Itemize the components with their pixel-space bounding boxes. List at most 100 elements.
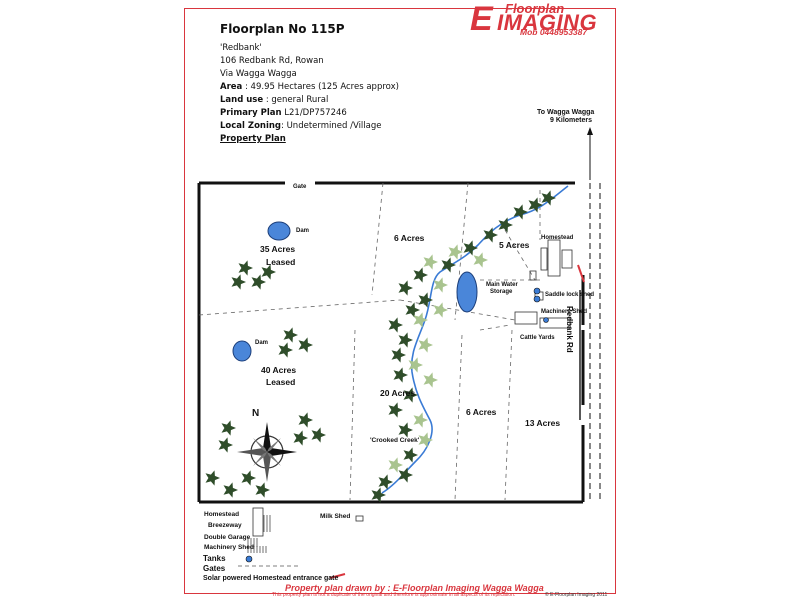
footer-disclaimer: This property plan is not a duplicate of… <box>272 592 516 598</box>
direction-line-1: To Wagga Wagga <box>537 109 595 116</box>
landuse-label: Land use <box>220 95 264 105</box>
saddle-shed-label: Saddle lock shed <box>545 292 595 298</box>
tree-icon <box>205 470 220 486</box>
tree-icon <box>218 437 233 453</box>
address-line-2: Via Wagga Wagga <box>220 69 297 79</box>
tree-icon <box>393 367 408 383</box>
tree-icon <box>283 327 298 343</box>
tree-icon <box>278 342 293 358</box>
tree-icon <box>418 337 433 353</box>
compass-rose-icon <box>237 422 297 482</box>
tree-icon <box>403 387 418 403</box>
address-line-1: 106 Redbank Rd, Rowan <box>220 56 324 66</box>
tree-icon <box>441 257 456 273</box>
tree-icon <box>473 252 488 268</box>
paddock-lines <box>198 182 541 501</box>
paddock-35-leased: Leased <box>266 257 296 267</box>
main-water-storage <box>456 271 478 313</box>
direction-line-2: 9 Kilometers <box>550 117 593 124</box>
tree-icon <box>463 240 478 256</box>
tree-icon <box>433 302 448 318</box>
logo-floorplan-text: Floorplan <box>505 1 565 16</box>
logo-letter: E <box>470 0 493 38</box>
paddock-20-acres: 20 Acres <box>380 388 416 398</box>
zoning-line: Local Zoning: Undetermined /Village <box>220 120 399 133</box>
paddock-40-leased: Leased <box>266 377 296 387</box>
dam-bottom <box>232 340 252 362</box>
legend-gates: Gates <box>203 564 226 573</box>
page-title: Floorplan No 115P <box>220 22 345 36</box>
tree-icon <box>221 420 236 436</box>
zoning-label: Local Zoning <box>220 121 282 131</box>
tree-icon <box>418 432 433 448</box>
legend-breezeway: Breezeway <box>208 522 242 529</box>
property-plan-heading: Property Plan <box>220 134 286 144</box>
tree-icon <box>298 412 313 428</box>
tree-icon <box>418 292 433 308</box>
tree-icon <box>528 197 543 213</box>
plan-value: L21/DP757246 <box>281 108 347 118</box>
tree-icon <box>378 474 393 490</box>
logo-mobile: Mob 0448953387 <box>520 27 588 37</box>
homestead-label: Homestead <box>541 235 574 241</box>
tree-icon <box>388 457 403 473</box>
tree-icon <box>513 204 528 220</box>
tree-canopy <box>205 190 556 503</box>
tree-icon <box>255 482 270 498</box>
legend-graphics <box>238 507 364 579</box>
plan-label: Primary Plan <box>220 108 282 118</box>
water-storage-label-1: Main Water <box>486 282 518 288</box>
north-road-arrow-icon <box>587 127 593 180</box>
paddock-6-acres-south: 6 Acres <box>466 407 497 417</box>
dam-top <box>267 221 291 241</box>
footer-drawn-by: Property plan drawn by : E-Floorplan Ima… <box>285 583 544 593</box>
tree-icon <box>251 274 266 290</box>
property-boundary <box>197 181 585 504</box>
tree-icon <box>231 274 246 290</box>
tree-icon <box>398 332 413 348</box>
tree-icon <box>388 402 403 418</box>
footer-copyright: © E-Floorplan Imaging 2011 <box>545 592 608 598</box>
landuse-line: Land use : general Rural <box>220 94 399 107</box>
paddock-35-acres: 35 Acres <box>260 244 296 254</box>
tree-icon <box>398 280 413 296</box>
property-name: 'Redbank' <box>220 43 262 53</box>
tree-icon <box>238 260 253 276</box>
redbank-road <box>589 183 601 502</box>
legend-solar-gate: Solar powered Homestead entrance gate <box>203 575 339 582</box>
dam-label-top: Dam <box>296 228 310 234</box>
tree-icon <box>448 244 463 260</box>
tree-icon <box>391 347 406 363</box>
legend-milk-shed: Milk Shed <box>320 513 351 520</box>
tree-icon <box>413 412 428 428</box>
area-value: : 49.95 Hectares (125 Acres approx) <box>242 82 399 92</box>
sheet-border <box>184 8 616 594</box>
property-info: 'Redbank' 106 Redbank Rd, Rowan Via Wagg… <box>220 42 399 146</box>
paddock-6-acres-north: 6 Acres <box>394 233 425 243</box>
tree-icon <box>483 227 498 243</box>
water-storage-label-2: Storage <box>490 289 513 295</box>
tree-icon <box>498 217 513 233</box>
tree-icon <box>423 254 438 270</box>
tree-icon <box>298 337 313 353</box>
tree-icon <box>311 427 326 443</box>
solar-gate-marker <box>577 264 585 283</box>
tree-icon <box>403 447 418 463</box>
area-line: Area : 49.95 Hectares (125 Acres approx) <box>220 81 399 94</box>
paddock-5-acres: 5 Acres <box>499 240 530 250</box>
gate-label: Gate <box>293 184 307 190</box>
landuse-value: : general Rural <box>263 95 329 105</box>
cattle-yards-label: Cattle Yards <box>520 335 555 341</box>
tree-icon <box>413 312 428 328</box>
tree-icon <box>261 264 276 280</box>
tree-icon <box>405 302 420 318</box>
tree-icon <box>388 317 403 333</box>
tree-icon <box>413 267 428 283</box>
tree-icon <box>408 357 423 373</box>
zoning-value: : Undetermined /Village <box>281 121 382 131</box>
tree-icon <box>423 372 438 388</box>
tree-icon <box>398 467 413 483</box>
tree-icon <box>223 482 238 498</box>
legend-machinery-shed: Machinery Shed <box>204 544 254 551</box>
tree-icon <box>398 422 413 438</box>
